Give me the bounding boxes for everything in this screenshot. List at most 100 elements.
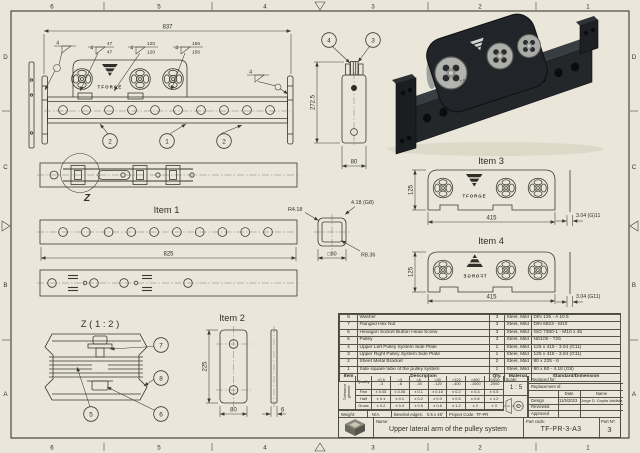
item2-view: Item 2 225 80 6: [203, 313, 286, 417]
company-logo: [345, 419, 365, 436]
weld-top: 120: [147, 41, 155, 47]
weld-bottom: 47: [107, 50, 113, 56]
bottom-view: [37, 269, 300, 297]
weld-top: 47: [107, 41, 113, 47]
tolerance-range: >3..6: [390, 376, 410, 390]
bom-qty: 3: [489, 328, 505, 338]
weld-size: 4: [175, 46, 178, 52]
part-no-label: Part Nº:: [601, 419, 616, 425]
tolerance-range: >120..400: [447, 376, 467, 390]
bom-header-standard: Standard/Dimension: [531, 373, 621, 382]
side-view: 4 3 272.5 80: [311, 32, 381, 169]
grid-row-label: B: [3, 282, 7, 289]
tolerance-range: >1000..2000: [485, 376, 504, 390]
grid-col-label: 5: [157, 445, 161, 452]
bom-item: 4: [339, 343, 358, 353]
bom-material: Steel, Mild: [504, 343, 532, 353]
balloon-number: 7: [159, 342, 163, 349]
dim-height: 272.5: [311, 94, 317, 110]
weld-symbol-c: 4 156 156: [170, 41, 203, 91]
dim-item3-thickness: 3.04 (G)11: [576, 213, 601, 219]
grid-col-label: 4: [263, 445, 267, 452]
dim-item3-height: 125: [409, 184, 415, 195]
balloon-number: 4: [327, 37, 331, 44]
tol-value: ± 0.2: [447, 389, 467, 397]
design-date: 11/5/2023: [559, 397, 578, 403]
label-wall-thickness: 4.18 (G8): [351, 200, 374, 206]
render-3d-pulley-arm: TFORGE: [387, 13, 603, 156]
weld-size: 4: [249, 70, 252, 76]
range-a: >6: [416, 377, 421, 383]
bom-qty: 3: [489, 336, 505, 345]
tol-value: ± 3: [485, 403, 504, 410]
tforge-logo-text: TFORGE: [98, 85, 123, 90]
tforge-logo-text-mirrored: TFORGE: [463, 274, 487, 279]
name-row: Name: Upper lateral arm of the pulley sy…: [339, 417, 620, 439]
grid-row-label: C: [3, 164, 8, 171]
bom-material: Steel, Mild: [504, 328, 532, 338]
tforge-logo-icon: [102, 64, 118, 77]
dim-item4-thickness: 3.04 (G11): [576, 294, 601, 300]
bom-qty: 3: [489, 313, 505, 323]
bom-qty: 3: [489, 321, 505, 330]
grid-col-label: 3: [371, 4, 375, 11]
weld-top: 156: [192, 41, 200, 47]
tolerance-gross-label: Gross: [356, 403, 372, 410]
bom-item: 7: [339, 321, 358, 330]
bom-item: 1: [339, 365, 358, 375]
approvals-block: Replaced for: Replacement of: Date Name …: [528, 376, 623, 417]
date-header: Date: [564, 391, 574, 397]
label-radius-outer: R4.18: [288, 207, 302, 213]
balloon-number: 2: [108, 138, 112, 145]
weld-bottom: 156: [192, 50, 200, 56]
bom-description: Side square tube of the pulley system: [357, 365, 490, 375]
bevel-label: Beveled edges:: [394, 412, 423, 418]
item3-view: Item 3 TFORGE 125 415 3.04 (G)11: [409, 156, 601, 226]
tolerance-half-label: Half: [356, 396, 372, 404]
drawing-title: Upper lateral arm of the pulley system: [389, 426, 507, 433]
grid-col-label: 1: [586, 4, 590, 11]
project-code-value: TF-PR: [476, 412, 489, 418]
weld-size: 4: [90, 46, 93, 52]
tol-value: ± 0.5: [485, 389, 504, 397]
balloon-number: 2: [222, 138, 226, 145]
grid-col-label: 1: [586, 445, 590, 452]
design-label: Design: [531, 397, 545, 403]
tolerance-range: >0.5..3: [372, 376, 391, 390]
weld-symbol-a: 4 47 47: [79, 41, 114, 92]
bom-item: 8: [339, 313, 358, 323]
range-a: >3: [397, 377, 402, 383]
weld-symbol-b: 4 120 120: [113, 41, 158, 92]
weight-label: Weight:: [341, 412, 356, 418]
dim-item2-width: 80: [230, 408, 237, 414]
tol-value: ± 1.2: [485, 396, 504, 404]
front-assembly-view: 837 TFORGE 4 4 47 47: [28, 25, 294, 149]
bom-material: Steel, Mild: [504, 365, 532, 375]
grid-row-label: C: [632, 164, 637, 171]
dim-width: 80: [351, 160, 358, 166]
dim-item4-height: 125: [409, 266, 415, 277]
balloon-number: 6: [159, 411, 163, 418]
grid-row-label: B: [632, 282, 636, 289]
render-pulley-2: [486, 42, 514, 70]
balloon-number: 1: [165, 138, 169, 145]
range-a: >1000: [488, 377, 500, 383]
tolerance-quality-header: Quality: [356, 376, 372, 390]
render-pulley-1: [434, 56, 468, 90]
grid-row-label: A: [3, 391, 8, 398]
part-code-value: TF-PR-3-A3: [540, 426, 582, 433]
range-b: ..1000: [469, 381, 481, 387]
bom-standard: ND100 - T25: [531, 336, 621, 345]
tforge-logo-icon-mirrored: [466, 254, 483, 267]
bom-material: Steel, Mild: [504, 358, 532, 367]
tolerance-range: >6..30: [409, 376, 429, 390]
render-pulley-3: [517, 34, 541, 58]
